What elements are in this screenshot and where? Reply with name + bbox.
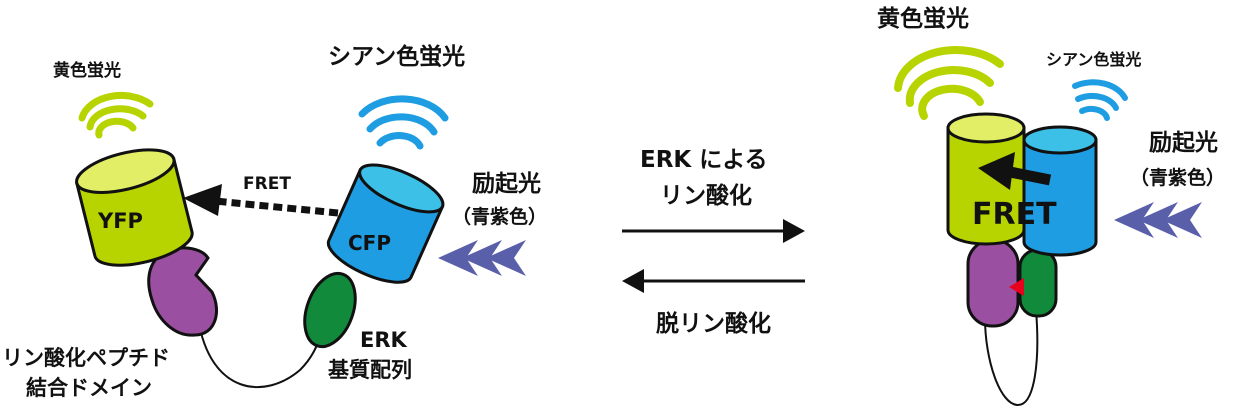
yfp-cylinder [74,148,194,267]
cyan-fluorescence-label: シアン色蛍光 [328,43,465,70]
cfp-cylinder [326,163,445,284]
cyan-emission-waves [358,95,449,150]
cyan-fluorescence-label-right: シアン色蛍光 [1046,50,1141,69]
yellow-fluorescence-label-right: 黄色蛍光 [877,5,969,32]
binding-domain-label-line2: 結合ドメイン [26,376,152,400]
excitation-arrowheads [438,240,526,276]
dephosphorylation-label: 脱リン酸化 [656,310,771,337]
forward-arrow [622,219,805,243]
excitation-color-label-right: （青紫色） [1130,166,1225,189]
linker-loop-right [984,309,1039,407]
linker-loop [197,317,321,389]
phosphorylation-label-line2: リン酸化 [660,182,752,209]
excitation-light-label-right: 励起光 [1149,130,1218,156]
phosphopeptide-binding-domain-right [966,238,1020,328]
yellow-emission-waves [78,91,154,139]
erk-substrate-sequence-right [1018,248,1058,318]
substrate-label-line2: 基質配列 [328,358,412,382]
closed-state-biosensor: FRET 黄色蛍光 シアン色蛍光 励起光 （青紫色） [877,5,1225,407]
erk-substrate-sequence [303,271,357,349]
phosphorylation-label-line1: ERK による [640,147,768,173]
phosphate-marker [1009,278,1024,296]
yfp-label: YFP [97,209,143,233]
phosphopeptide-binding-domain [147,246,218,337]
cyan-emission-waves-right [1072,79,1128,121]
fret-label-left: FRET [243,174,291,194]
substrate-label-line1: ERK [360,328,408,352]
yellow-emission-waves-right [894,46,1004,120]
reaction-arrows: ERK による リン酸化 脱リン酸化 [622,147,805,337]
open-state-biosensor: YFP 黄色蛍光 FRET CFP シアン色蛍光 [2,43,547,400]
cfp-cylinder-right [1022,125,1098,257]
excitation-color-label: （青紫色） [452,205,547,228]
fret-dashed-arrow [183,184,339,217]
binding-domain-label-line1: リン酸化ペプチド [2,346,170,370]
reverse-arrow [622,269,805,293]
yellow-fluorescence-label: 黄色蛍光 [53,60,121,81]
fret-solid-arrow [978,152,1052,190]
excitation-arrowheads-right [1114,202,1202,238]
fret-label-right: FRET [972,197,1057,232]
cfp-label: CFP [348,231,391,255]
excitation-light-label: 励起光 [472,171,541,197]
